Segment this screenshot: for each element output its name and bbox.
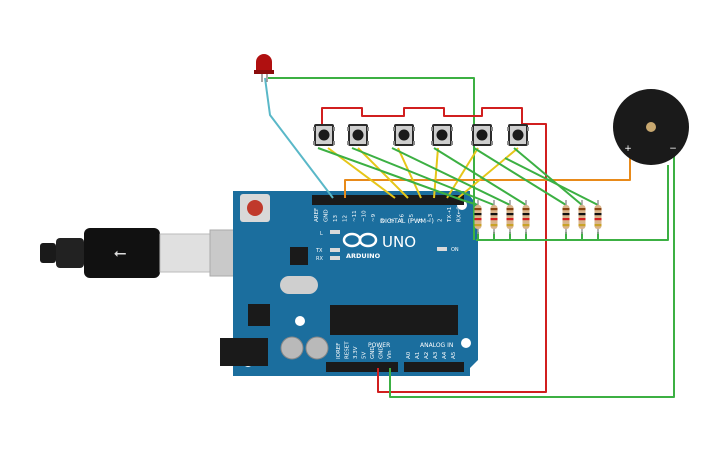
pin-label: GND (324, 209, 330, 222)
pin-label: 2 (438, 219, 444, 223)
wire-5v-rail (321, 107, 547, 393)
tx-led-label: TX (315, 248, 323, 254)
resistor (594, 200, 602, 234)
pin-label: 8 (381, 218, 387, 222)
pin-label: ~6 (400, 213, 406, 222)
pin-label: 7 (390, 218, 396, 222)
pin-label: GND (379, 346, 385, 359)
pin-label: Vin (387, 350, 393, 359)
pin-label: GND (370, 346, 376, 359)
resistor (562, 200, 570, 234)
board-brand-label: ARDUINO (346, 252, 381, 260)
wire-led-ground (268, 77, 475, 240)
pin-label: A4 (442, 351, 448, 359)
pin-label: 12 (343, 215, 349, 222)
pin-label: 5V (362, 352, 368, 359)
pushbutton[interactable] (313, 124, 335, 146)
board-model-label: UNO (382, 233, 416, 251)
pin-label: ~10 (362, 210, 368, 222)
pin-label: IOREF (336, 343, 342, 359)
red-led (254, 54, 274, 82)
wire-led-to-pin (264, 77, 334, 199)
resistor (578, 200, 586, 234)
pin-label: A0 (406, 351, 412, 359)
pin-label: RX←0 (457, 206, 463, 222)
resistor (506, 200, 514, 234)
pushbuttons (313, 124, 529, 146)
usb-cable (40, 228, 267, 278)
wire-resistor-ground-rail (476, 165, 669, 241)
pin-label: 13 (333, 215, 339, 222)
on-led-label: ON (451, 247, 459, 253)
wires (264, 77, 675, 398)
pushbutton[interactable] (471, 124, 493, 146)
usb-symbol-icon: ⭠ (114, 243, 127, 262)
rx-led-label: RX (316, 256, 323, 262)
resistors (474, 200, 602, 234)
piezo-buzzer (613, 89, 689, 165)
pushbutton[interactable] (347, 124, 369, 146)
pushbutton[interactable] (431, 124, 453, 146)
buzzer-minus-label: − (669, 144, 677, 154)
pin-label: A5 (451, 351, 457, 359)
arduino-uno-board (220, 191, 478, 376)
pin-label: A2 (424, 352, 430, 359)
resistor (474, 200, 482, 234)
pin-label: 3.3V (353, 346, 359, 359)
pin-label: ~3 (428, 213, 434, 222)
pin-label: TX➝1 (447, 207, 453, 223)
pin-label: 4 (419, 218, 425, 222)
wire-ground-rail (389, 150, 675, 398)
power-header-label: POWER (368, 342, 390, 349)
pin-label: A1 (415, 352, 421, 359)
analog-header-label: ANALOG IN (420, 342, 453, 349)
pin-label: A3 (433, 351, 439, 359)
pin-label: ~11 (352, 210, 358, 222)
pin-label: ~5 (409, 213, 415, 222)
digital-header-label: DIGITAL (PWM~) (380, 217, 434, 225)
resistor (490, 200, 498, 234)
pin-label: AREF (314, 208, 320, 222)
pin-label: ~9 (371, 213, 377, 222)
pushbutton[interactable] (507, 124, 529, 146)
resistor (522, 200, 530, 234)
pushbutton[interactable] (393, 124, 415, 146)
pin-label: RESET (345, 341, 351, 359)
l-led-label: L (320, 231, 323, 237)
reset-button[interactable] (247, 200, 263, 216)
buzzer-plus-label: + (624, 144, 632, 154)
